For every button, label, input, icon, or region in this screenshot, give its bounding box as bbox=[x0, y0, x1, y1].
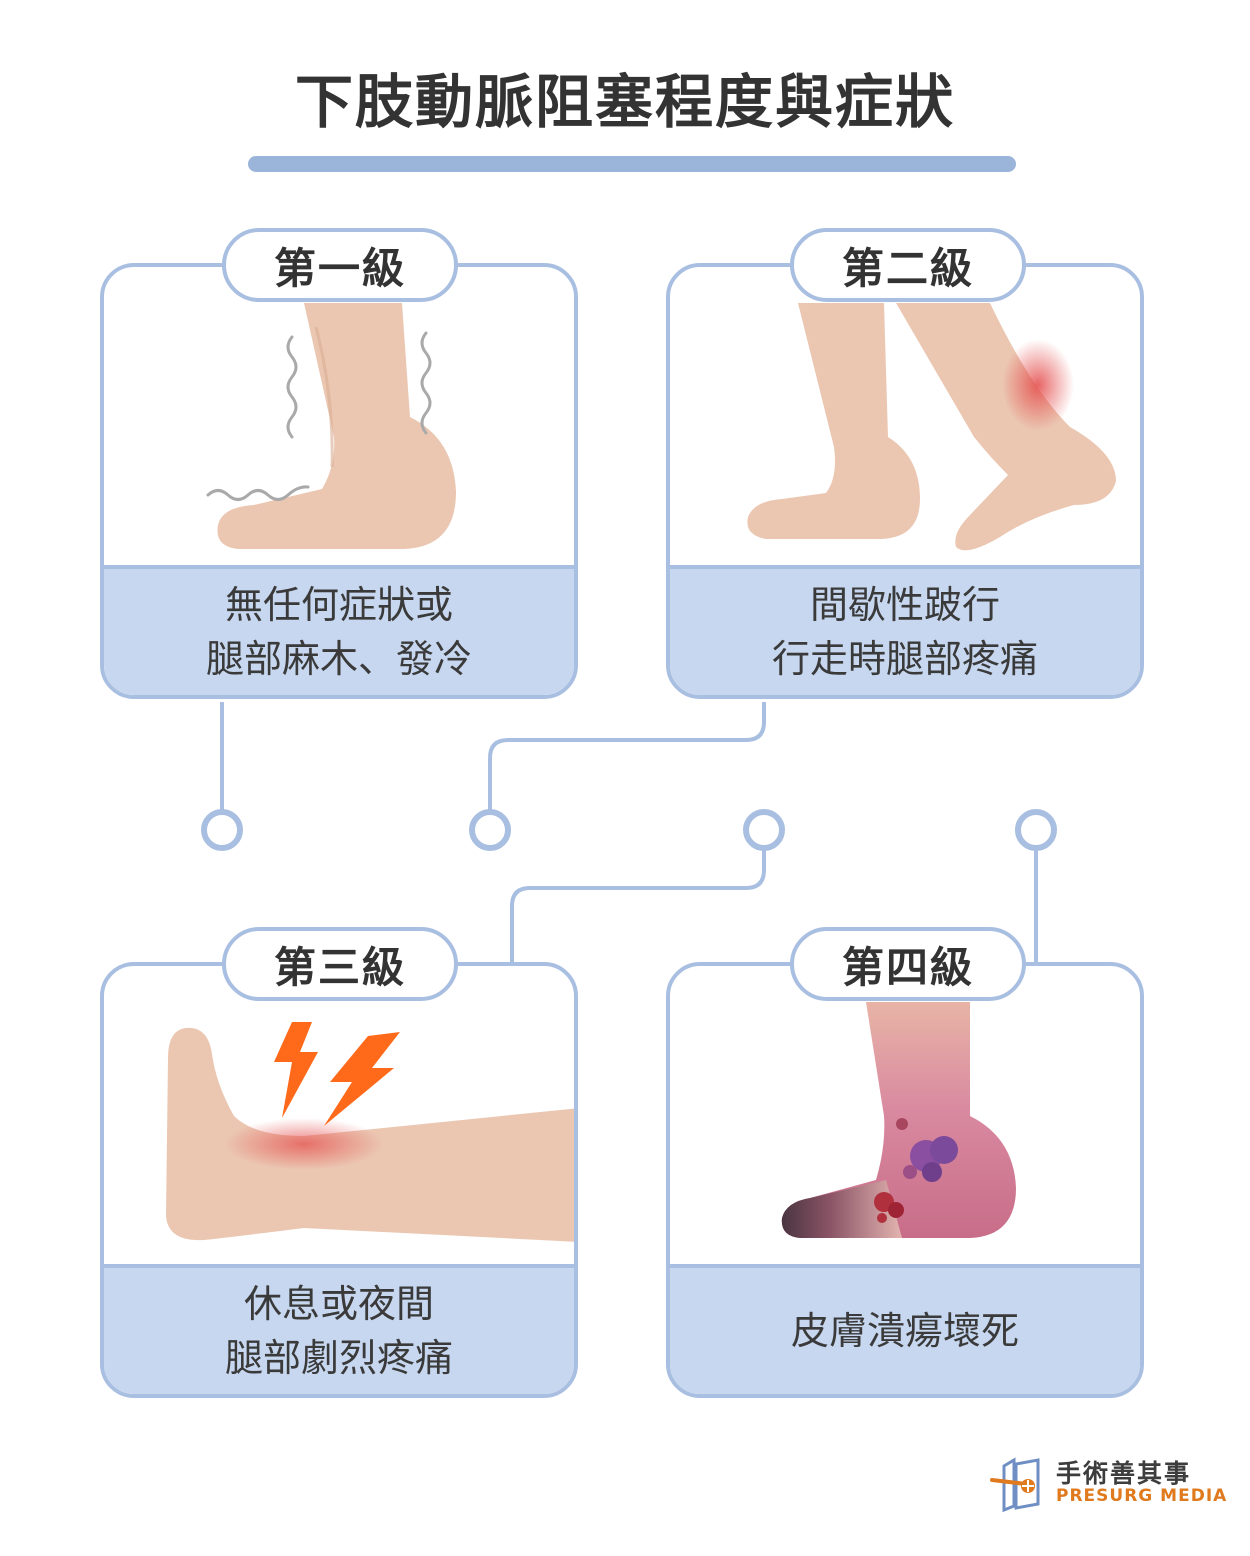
stage-card-1: 無任何症狀或 腿部麻木、發冷 bbox=[100, 263, 578, 699]
stage-label-1: 第一級 bbox=[222, 228, 458, 302]
logo-name: 手術善其事 bbox=[1056, 1459, 1192, 1488]
timeline-node-2 bbox=[469, 809, 511, 851]
stage-desc-line: 間歇性跛行 bbox=[809, 583, 1000, 627]
leg-lightning-pain-icon bbox=[166, 1022, 574, 1242]
presurg-logo-icon bbox=[990, 1457, 1040, 1512]
stage-desc-line: 休息或夜間 bbox=[243, 1282, 434, 1326]
timeline-node-3 bbox=[743, 809, 785, 851]
stage-desc-line: 無任何症狀或 bbox=[224, 583, 453, 627]
stage-label-3: 第三級 bbox=[222, 927, 458, 1001]
logo-subtitle: PRESURG MEDIA bbox=[1056, 1486, 1228, 1506]
stage-desc-1: 無任何症狀或 腿部麻木、發冷 bbox=[104, 565, 574, 695]
stage-desc-3: 休息或夜間 腿部劇烈疼痛 bbox=[104, 1264, 574, 1394]
timeline-node-4 bbox=[1015, 809, 1057, 851]
stage-desc-2: 間歇性跛行 行走時腿部疼痛 bbox=[670, 565, 1140, 695]
connector-stage-3 bbox=[510, 848, 766, 962]
stage-label-2: 第二級 bbox=[790, 228, 1026, 302]
presurg-logo: 手術善其事 PRESURG MEDIA bbox=[990, 1454, 1230, 1514]
stage-card-3: 休息或夜間 腿部劇烈疼痛 bbox=[100, 962, 578, 1398]
walking-legs-icon bbox=[747, 303, 1116, 551]
stage-desc-line: 行走時腿部疼痛 bbox=[771, 637, 1038, 681]
stage-desc-line: 腿部劇烈疼痛 bbox=[224, 1336, 453, 1380]
page-title: 下肢動脈阻塞程度與症狀 bbox=[294, 68, 955, 136]
foot-ulcer-icon bbox=[781, 1002, 1016, 1238]
foot-numb-icon bbox=[206, 303, 456, 549]
timeline-node-1 bbox=[201, 809, 243, 851]
stage-desc-4: 皮膚潰瘍壞死 bbox=[670, 1264, 1140, 1394]
title-underline bbox=[248, 156, 1016, 172]
connector-stage-2 bbox=[488, 702, 766, 812]
stage-card-4: 皮膚潰瘍壞死 bbox=[666, 962, 1144, 1398]
stage-desc-line: 腿部麻木、發冷 bbox=[205, 637, 472, 681]
stage-card-2: 間歇性跛行 行走時腿部疼痛 bbox=[666, 263, 1144, 699]
stage-desc-line: 皮膚潰瘍壞死 bbox=[790, 1309, 1019, 1353]
stage-label-4: 第四級 bbox=[790, 927, 1026, 1001]
